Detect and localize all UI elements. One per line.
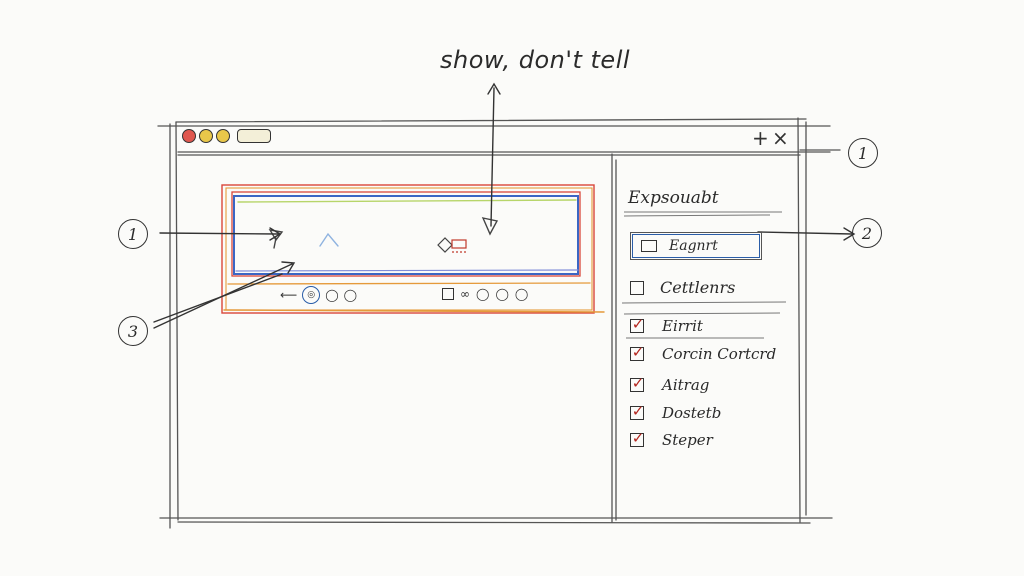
callout-3: 3 xyxy=(118,316,148,346)
list-item[interactable]: ✓ Steper xyxy=(630,431,713,449)
square-icon[interactable] xyxy=(442,288,454,300)
list-item-label: Cettlenrs xyxy=(660,278,736,297)
checkbox-checked[interactable]: ✓ xyxy=(630,429,645,447)
close-window-icon[interactable]: × xyxy=(772,126,789,150)
maximize-dot-icon[interactable] xyxy=(216,129,230,143)
close-dot-icon[interactable] xyxy=(182,129,196,143)
annotation-title: show, don't tell xyxy=(440,46,631,74)
list-item[interactable]: Cettlenrs xyxy=(630,278,735,297)
list-item-label: Aitrag xyxy=(662,376,710,394)
circle-icon[interactable]: ◯ xyxy=(495,287,509,301)
callout-1-window: 1 xyxy=(848,138,878,168)
circle-icon[interactable]: ◯ xyxy=(476,287,490,301)
list-item-label: Dostetb xyxy=(662,404,722,422)
canvas-toolbar-left: ⟵ ◎ ◯ ◯ xyxy=(280,286,357,304)
panel-heading: Expsouabt xyxy=(628,188,719,208)
target-icon[interactable]: ◎ xyxy=(302,286,321,304)
minimize-dot-icon[interactable] xyxy=(199,129,213,143)
list-item[interactable]: ✓ Eirrit xyxy=(630,317,703,335)
list-item[interactable]: ✓ Aitrag xyxy=(630,376,709,394)
checkmark-icon: ✓ xyxy=(631,429,645,447)
checkmark-icon: ✓ xyxy=(631,374,645,392)
checkbox-checked[interactable]: ✓ xyxy=(630,402,645,420)
checkbox-checked[interactable]: ✓ xyxy=(630,343,645,361)
callout-1: 1 xyxy=(118,219,148,249)
checkmark-icon: ✓ xyxy=(631,315,645,333)
circle-icon[interactable]: ◯ xyxy=(325,288,339,302)
traffic-lights xyxy=(182,129,271,143)
callout-2: 2 xyxy=(852,218,882,248)
panel-search-value: Eagnrt xyxy=(669,238,718,254)
canvas-toolbar-right: ∞ ◯ ◯ ◯ xyxy=(442,287,528,301)
list-item-label: Steper xyxy=(662,431,713,449)
image-icon xyxy=(641,240,657,252)
list-item-label: Eirrit xyxy=(662,317,703,335)
link-icon[interactable]: ∞ xyxy=(460,287,470,301)
list-item[interactable]: ✓ Dostetb xyxy=(630,404,721,422)
checkmark-icon: ✓ xyxy=(631,343,645,361)
circle-icon[interactable]: ◯ xyxy=(343,288,358,302)
arrow-left-icon[interactable]: ⟵ xyxy=(280,288,298,302)
address-pill[interactable] xyxy=(237,129,271,143)
checkbox[interactable] xyxy=(630,280,644,295)
checkbox-checked[interactable]: ✓ xyxy=(630,374,645,392)
checkmark-icon: ✓ xyxy=(631,402,645,420)
list-item-label: Corcin Cortcrd xyxy=(662,345,777,363)
list-item[interactable]: ✓ Corcin Cortcrd xyxy=(630,345,776,363)
checkbox-checked[interactable]: ✓ xyxy=(630,315,645,333)
circle-icon[interactable]: ◯ xyxy=(514,287,529,301)
panel-search-field[interactable]: Eagnrt xyxy=(630,232,762,260)
add-tab-icon[interactable]: + xyxy=(752,126,769,150)
